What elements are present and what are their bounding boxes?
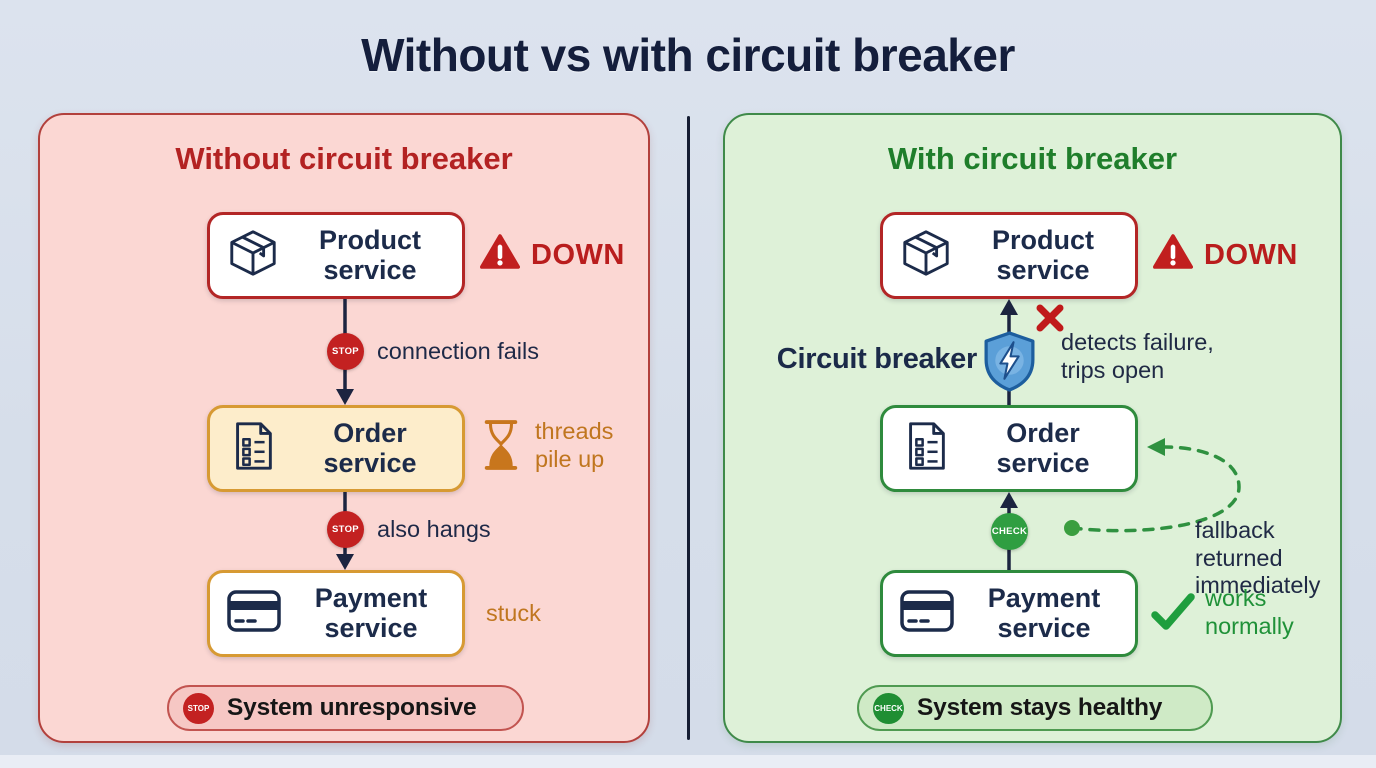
threads-pile-up-label: threads pile up [535, 418, 614, 472]
check-badge: CHECK [873, 692, 904, 724]
edge-label-also-hangs: also hangs [377, 516, 491, 542]
fallback-note: fallback returned immediately [1195, 517, 1321, 598]
system-stays-healthy-label: System stays healthy [917, 694, 1163, 721]
credit-card-icon [899, 588, 955, 639]
stop-badge: STOP [327, 333, 364, 370]
product-service-label: Product service [318, 225, 421, 285]
payment-service-node: Payment service [880, 570, 1138, 657]
threads-pile-up-note: threads pile up [480, 418, 640, 477]
with-circuit-breaker-panel: With circuit breaker Product service [723, 113, 1342, 743]
order-service-node: Order service [880, 405, 1138, 492]
payment-service-label: Payment service [314, 583, 428, 643]
checkmark-icon [1151, 593, 1195, 636]
works-normally-label: works normally [1205, 585, 1294, 639]
product-service-node: Product service [207, 212, 465, 299]
check-badge: CHECK [991, 513, 1028, 550]
page-title: Without vs with circuit breaker [361, 29, 1015, 81]
shield-bolt-icon [981, 330, 1038, 398]
package-icon [899, 226, 953, 285]
product-down-status: DOWN [480, 233, 625, 278]
circuit-breaker-label: Circuit breaker [776, 343, 978, 375]
order-service-node: Order service [207, 405, 465, 492]
down-status-label: DOWN [1204, 239, 1298, 271]
panel-divider [687, 116, 690, 740]
warning-triangle-icon [480, 233, 520, 278]
payment-service-label: Payment service [987, 583, 1101, 643]
x-mark-icon [1035, 303, 1065, 338]
product-down-status: DOWN [1153, 233, 1298, 278]
warning-triangle-icon [1153, 233, 1193, 278]
checklist-icon [899, 419, 953, 478]
package-icon [226, 226, 280, 285]
product-service-node: Product service [880, 212, 1138, 299]
bottom-edge-strip [0, 755, 1376, 768]
down-status-label: DOWN [531, 239, 625, 271]
breaker-note: detects failure, trips open [1061, 329, 1214, 383]
product-service-label: Product service [991, 225, 1094, 285]
without-circuit-breaker-panel: Without circuit breaker Product service [38, 113, 650, 743]
hourglass-icon [480, 418, 522, 477]
order-service-label: Order service [323, 418, 417, 478]
payment-service-node: Payment service [207, 570, 465, 657]
checklist-icon [226, 419, 280, 478]
stuck-note: stuck [486, 600, 541, 626]
stop-badge: STOP [183, 692, 214, 724]
edge-label-connection-fails: connection fails [377, 338, 539, 364]
system-stays-healthy-pill: CHECK System stays healthy [857, 685, 1213, 731]
system-unresponsive-pill: STOP System unresponsive [167, 685, 524, 731]
system-unresponsive-label: System unresponsive [227, 694, 477, 721]
right-panel-heading: With circuit breaker [887, 141, 1178, 176]
stop-badge: STOP [327, 511, 364, 548]
left-panel-heading: Without circuit breaker [175, 141, 513, 176]
order-service-label: Order service [996, 418, 1090, 478]
credit-card-icon [226, 588, 282, 639]
works-normally-note: works normally [1151, 585, 1315, 640]
